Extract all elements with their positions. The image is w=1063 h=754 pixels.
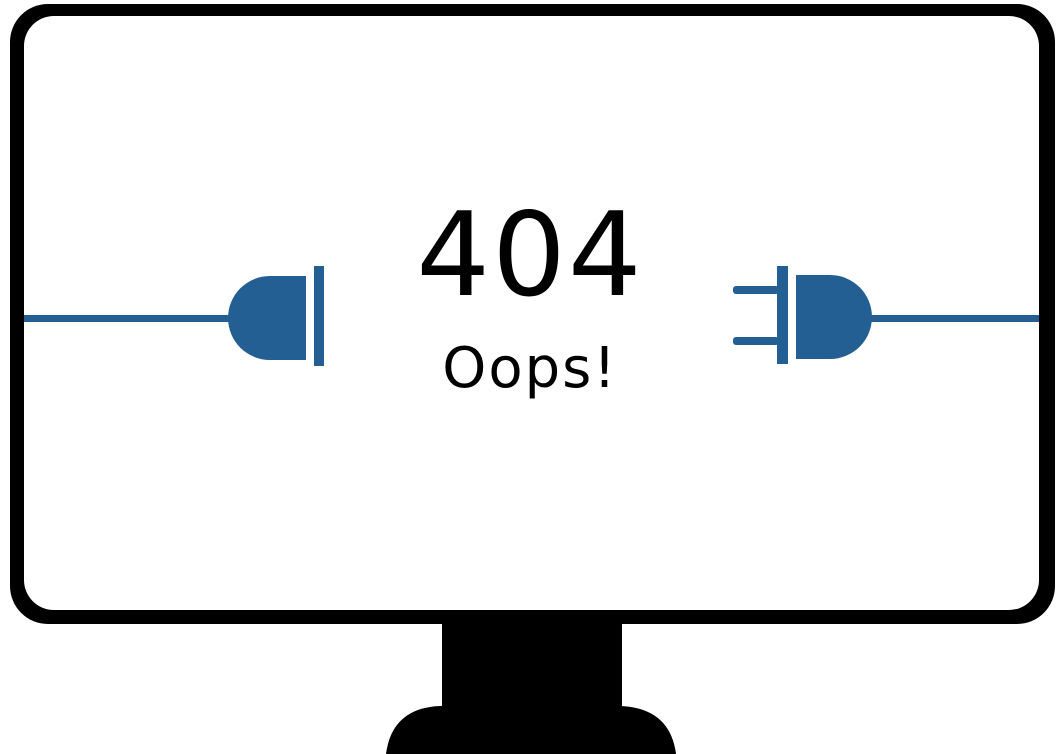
socket-flange [314, 266, 324, 366]
error-code: 404 [416, 188, 644, 323]
socket-plug-icon [228, 266, 324, 366]
cable-right-icon [860, 315, 1039, 322]
monitor-base [386, 706, 676, 754]
plug-prong-top [733, 286, 779, 294]
cable-left-icon [24, 315, 239, 322]
plug-body [796, 275, 872, 359]
socket-body [228, 276, 306, 360]
monitor-icon [10, 4, 1055, 754]
plug-flange [777, 266, 788, 364]
monitor-screen [24, 16, 1039, 610]
monitor-neck [442, 618, 622, 716]
error-message: Oops! [442, 336, 618, 401]
plug-with-prongs-icon [733, 266, 872, 364]
plug-prong-bottom [733, 337, 779, 345]
cable-right [860, 315, 1039, 322]
cable-left [24, 315, 239, 322]
